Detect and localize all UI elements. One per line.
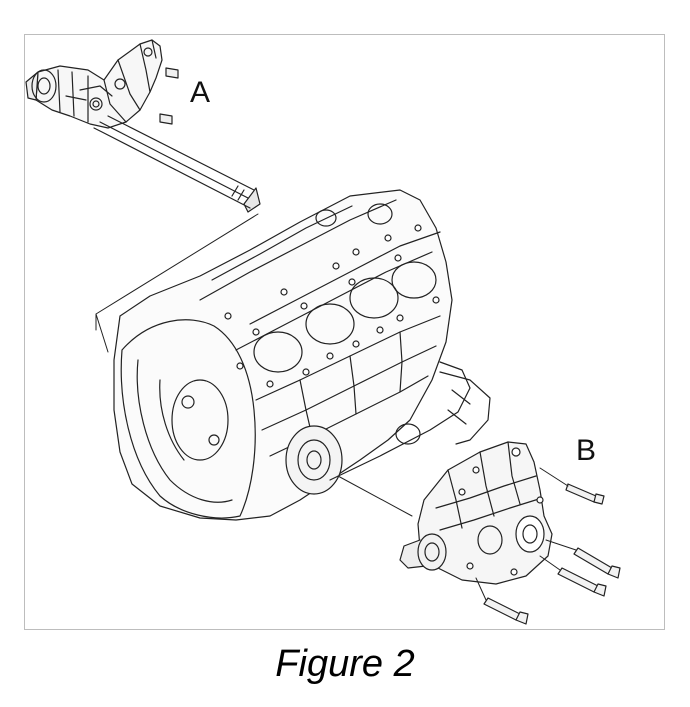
callout-b: B [576, 434, 597, 467]
part-a-axle-housing [25, 39, 261, 353]
callout-a: A [190, 76, 211, 109]
engine-block [113, 189, 491, 521]
figure-caption: Figure 2 [275, 643, 415, 685]
part-b-transfer-case [399, 441, 621, 625]
